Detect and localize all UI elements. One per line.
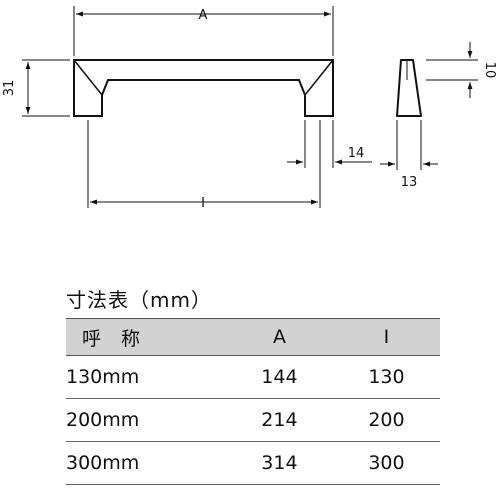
table-cell: 214: [225, 398, 333, 442]
label-a: A: [199, 8, 208, 23]
table-row: 300mm 314 300: [66, 441, 440, 485]
label-i: I: [201, 196, 205, 211]
table-cell: 200: [332, 398, 440, 442]
table-cell: 130: [332, 355, 440, 399]
handle-front-view: [73, 59, 334, 117]
handle-side-view: [396, 59, 422, 117]
dimension-table-title: 寸法表（mm）: [66, 288, 212, 312]
header-a: A: [225, 318, 333, 356]
label-depth: 13: [401, 175, 418, 190]
handle-dimension-drawing: A 31 I 14 10 13: [2, 6, 497, 211]
table-header-row: 呼称 A I: [66, 318, 440, 356]
table-cell: 144: [225, 355, 333, 399]
table-cell: 300mm: [66, 441, 226, 485]
handle-inner-edge-right: [304, 59, 334, 96]
label-top: 10: [482, 62, 497, 79]
table-row: 200mm 214 200: [66, 398, 440, 442]
header-nominal: 呼称: [66, 318, 226, 356]
header-i: I: [332, 318, 440, 356]
label-height: 31: [2, 80, 17, 97]
table-cell: 314: [225, 441, 333, 485]
table-cell: 130mm: [66, 355, 226, 399]
label-foot: 14: [348, 146, 365, 161]
table-row: 130mm 144 130: [66, 355, 440, 399]
table-cell: 300: [332, 441, 440, 485]
table-cell: 200mm: [66, 398, 226, 442]
handle-inner-edge-left: [73, 59, 103, 96]
dimension-table: 呼称 A I 130mm 144 130 200mm 214 200 300mm…: [66, 318, 440, 485]
